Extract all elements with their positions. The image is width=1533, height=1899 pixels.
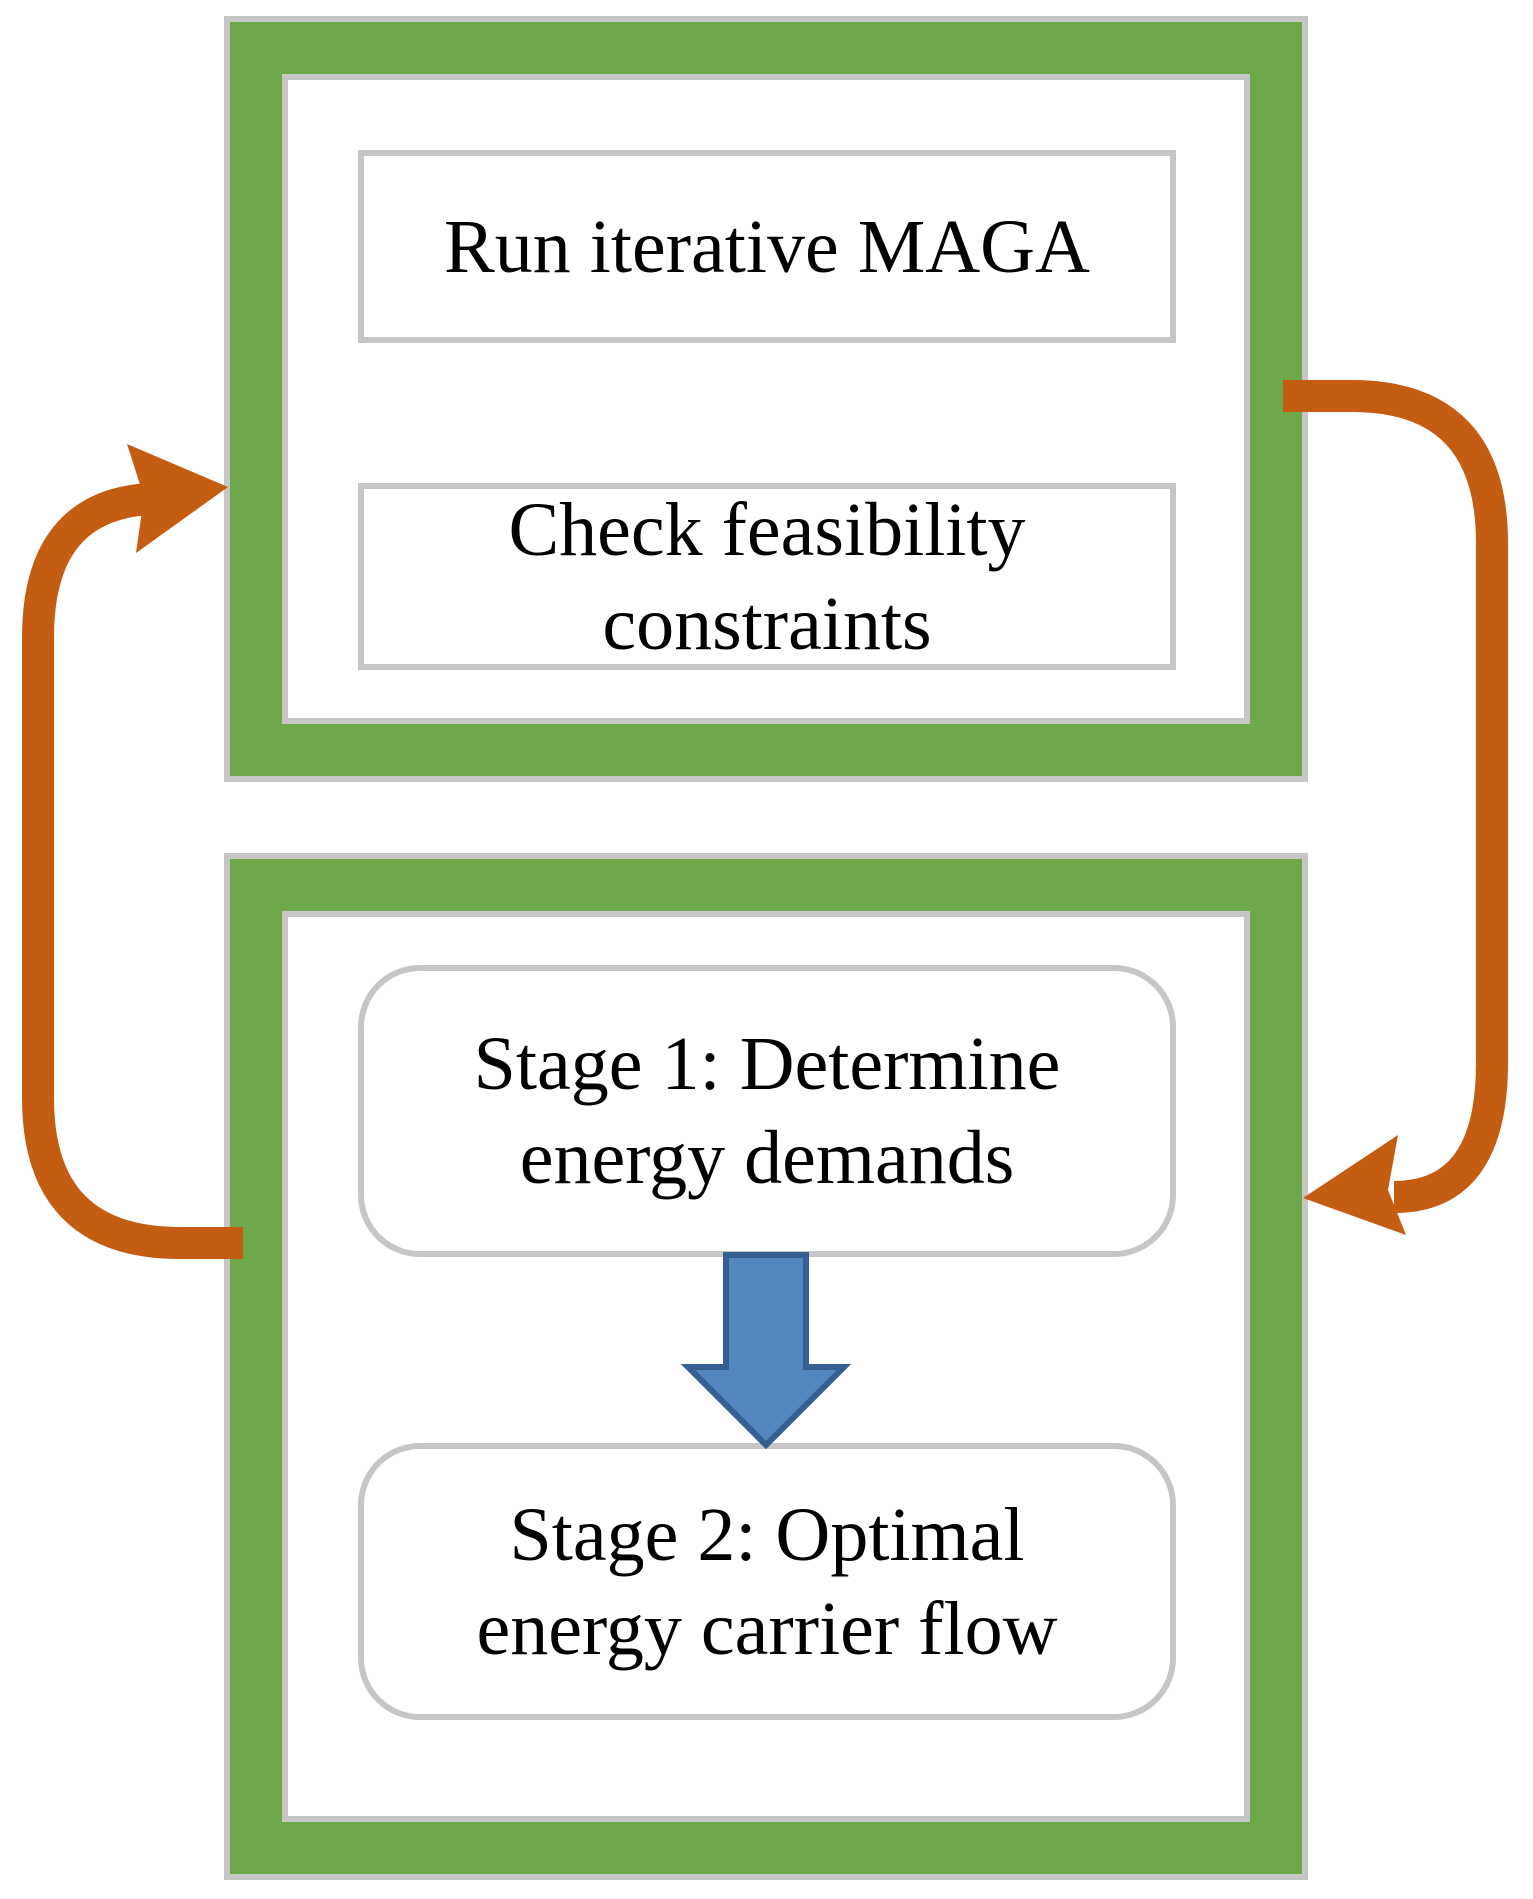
run-iterative-maga-box: Run iterative MAGA — [358, 150, 1176, 343]
loop-arrow-left-head — [127, 444, 228, 553]
run-iterative-maga-label: Run iterative MAGA — [444, 204, 1090, 289]
stage2-label-line2: energy carrier flow — [476, 1586, 1058, 1671]
stage2-label-line1: Stage 2: Optimal — [509, 1492, 1025, 1577]
stage1-label-line2: energy demands — [519, 1116, 1015, 1200]
stage1-box: Stage 1: Determine energy demands — [358, 965, 1176, 1257]
loop-arrow-right-icon — [1283, 380, 1508, 1235]
loop-arrow-right-line — [1283, 380, 1508, 1213]
stage1-label-line1: Stage 1: Determine — [473, 1022, 1061, 1106]
loop-arrow-right-head — [1303, 1135, 1406, 1235]
loop-arrow-left-icon — [22, 444, 243, 1259]
stage2-box: Stage 2: Optimal energy carrier flow — [358, 1443, 1176, 1720]
loop-arrow-left-line — [22, 483, 243, 1259]
check-feasibility-box: Check feasibility constraints — [358, 483, 1176, 670]
check-feasibility-label-line1: Check feasibility — [508, 487, 1026, 572]
check-feasibility-label-line2: constraints — [602, 581, 932, 666]
